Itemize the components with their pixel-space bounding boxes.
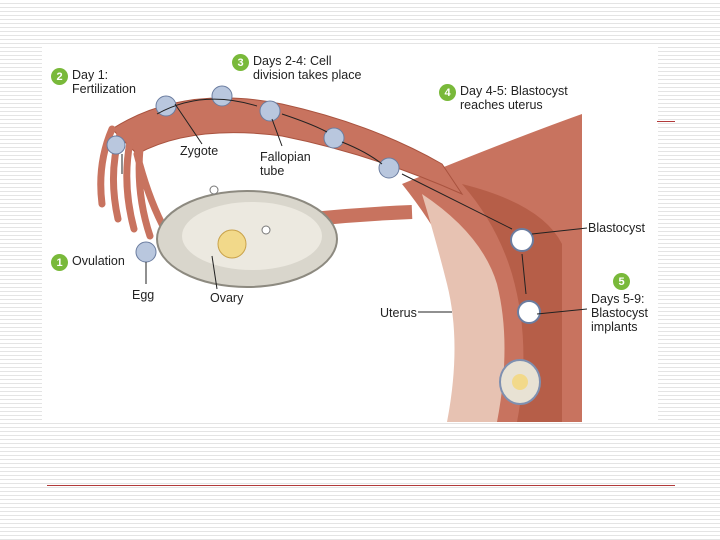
- blastocyst-cell: [510, 228, 534, 252]
- step-1-label: 1 Ovulation: [51, 254, 125, 271]
- follicle: [217, 229, 247, 259]
- egg-cell: [135, 241, 157, 263]
- step-badge: 4: [439, 84, 456, 101]
- step-4-label: 4 Day 4-5: Blastocyst reaches uterus: [439, 84, 568, 112]
- step-badge: 1: [51, 254, 68, 271]
- leader-lines: [145, 103, 588, 315]
- step-text: Ovulation: [72, 254, 125, 268]
- four-cell: [259, 100, 281, 122]
- fertilization-illustration: [97, 85, 588, 422]
- fertilized-egg: [106, 135, 126, 155]
- fimbriae: [97, 125, 166, 240]
- uterus-inner-wall: [422, 194, 505, 422]
- morula: [378, 157, 400, 179]
- step-badge: 2: [51, 68, 68, 85]
- step-3-label: 3 Days 2-4: Cell division takes place: [232, 54, 361, 82]
- two-cell: [211, 85, 233, 107]
- step-text: Days 2-4: Cell division takes place: [253, 54, 362, 82]
- accent-rule-short: [657, 121, 675, 122]
- implanting-blastocyst: [517, 300, 541, 324]
- blastocyst-label: Blastocyst: [588, 221, 645, 235]
- zygote-label: Zygote: [180, 144, 219, 158]
- step-5-label: 5 Days 5-9: Blastocyst implants: [591, 273, 648, 334]
- uterine-cavity: [462, 184, 562, 422]
- figure-panel: 1 Ovulation 2 Day 1: Fertilization 3 Day…: [42, 44, 658, 422]
- step-text: Day 4-5: Blastocyst reaches uterus: [460, 84, 568, 112]
- step-text: Days 5-9: Blastocyst implants: [591, 292, 648, 334]
- uterus-label: Uterus: [380, 306, 417, 320]
- ovary-label: Ovary: [210, 291, 244, 305]
- step-2-label: 2 Day 1: Fertilization: [51, 68, 136, 96]
- egg-label: Egg: [132, 288, 155, 302]
- step-text: Day 1: Fertilization: [72, 68, 136, 96]
- travel-path: [121, 98, 527, 295]
- step-badge: 3: [232, 54, 249, 71]
- step-badge: 5: [613, 273, 630, 290]
- accent-rule-bottom: [47, 485, 675, 486]
- ovary-inner: [182, 202, 322, 270]
- fallopian-tube-label: Fallopian tube: [260, 150, 311, 178]
- eight-cell: [323, 127, 345, 149]
